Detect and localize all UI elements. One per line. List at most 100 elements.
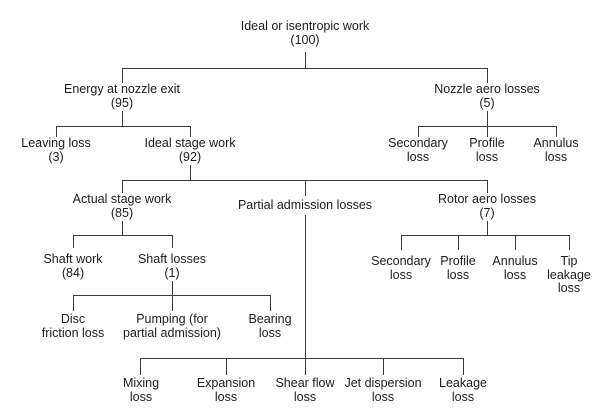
node-label: Expansion [196, 376, 256, 390]
connector-v [305, 180, 306, 196]
node-label: loss [258, 325, 282, 340]
node-nozzle-aero-losses: Nozzle aero losses (5) [434, 82, 540, 110]
node-shaft-work: Shaft work (84) [43, 252, 103, 280]
node-annulus-loss-rotor: Annulus loss [492, 254, 538, 282]
node-label: Profile [469, 136, 505, 150]
connector-v [487, 126, 488, 137]
node-value: (84) [61, 265, 85, 280]
connector-v [418, 126, 419, 137]
connector-v [56, 126, 57, 137]
node-label: Leakage [439, 376, 487, 390]
node-energy-at-nozzle-exit: Energy at nozzle exit (95) [63, 82, 181, 110]
node-label: loss [389, 267, 413, 282]
node-label: loss [503, 267, 527, 282]
connector-v [487, 180, 488, 193]
node-actual-stage-work: Actual stage work (85) [72, 192, 172, 220]
node-ideal-or-isentropic-work: Ideal or isentropic work (100) [240, 19, 370, 47]
node-label: Actual stage work [72, 192, 172, 206]
connector-v [172, 235, 173, 248]
node-value: (92) [178, 149, 202, 164]
connector-v [122, 221, 123, 235]
node-value: (85) [110, 205, 134, 220]
node-label: leakage [547, 267, 591, 282]
connector-h [122, 68, 488, 69]
connector-v [401, 235, 402, 250]
node-label: Disc [60, 312, 86, 326]
node-profile-loss-nozzle: Profile loss [469, 136, 505, 164]
node-label: loss [446, 267, 470, 282]
node-annulus-loss-nozzle: Annulus loss [533, 136, 579, 164]
node-shaft-losses: Shaft losses (1) [137, 252, 207, 280]
node-value: (5) [479, 95, 495, 110]
node-label: Annulus [533, 136, 579, 150]
node-label: Profile [440, 254, 476, 268]
node-label: loss [293, 389, 317, 404]
connector-h [401, 235, 570, 236]
connector-v [172, 281, 173, 295]
node-label: loss [371, 389, 395, 404]
node-shear-flow-loss: Shear flow loss [275, 376, 335, 404]
node-partial-admission-losses: Partial admission losses [237, 198, 373, 213]
connector-v [270, 295, 271, 311]
node-value: (7) [479, 205, 495, 220]
node-mixing-loss: Mixing loss [122, 376, 160, 404]
node-label: Mixing [122, 376, 160, 390]
node-rotor-aero-losses: Rotor aero losses (7) [438, 192, 536, 220]
connector-v [515, 235, 516, 250]
connector-v [487, 111, 488, 126]
node-label: partial admission) [123, 325, 221, 340]
node-label: Ideal stage work [144, 136, 236, 150]
node-value: (100) [290, 32, 320, 47]
node-label: Shear flow [275, 376, 335, 390]
node-label: loss [451, 389, 475, 404]
node-label: Ideal or isentropic work [240, 19, 370, 33]
node-disc-friction-loss: Disc friction loss [42, 312, 105, 340]
connector-h [73, 235, 173, 236]
node-label: Energy at nozzle exit [63, 82, 181, 96]
node-value: (1) [164, 265, 180, 280]
node-label: loss [475, 149, 499, 164]
connector-v [122, 111, 123, 126]
node-ideal-stage-work: Ideal stage work (92) [144, 136, 236, 164]
node-secondary-loss-rotor: Secondary loss [371, 254, 431, 282]
node-label: loss [406, 149, 430, 164]
node-pumping-for-partial-admission: Pumping (for partial admission) [123, 312, 221, 340]
connector-v [172, 295, 173, 311]
node-bearing-loss: Bearing loss [248, 312, 292, 340]
connector-v [569, 235, 570, 250]
connector-v [383, 358, 384, 375]
connector-v [458, 235, 459, 250]
node-label: loss [129, 389, 153, 404]
node-label: Annulus [492, 254, 538, 268]
connector-v [305, 52, 306, 68]
node-label: loss [557, 281, 581, 295]
connector-v [487, 221, 488, 235]
node-label: Shaft work [43, 252, 103, 266]
node-label: Partial admission losses [237, 198, 373, 212]
node-label: Rotor aero losses [438, 192, 536, 206]
connector-v [122, 68, 123, 83]
node-label: Tip [560, 254, 578, 268]
node-tip-leakage-loss: Tip leakage loss [547, 254, 591, 296]
node-label: loss [214, 389, 238, 404]
node-label: Secondary [388, 136, 448, 150]
node-label: Pumping (for [136, 312, 208, 326]
node-label: Shaft losses [137, 252, 207, 266]
node-expansion-loss: Expansion loss [196, 376, 256, 404]
node-value: (95) [110, 95, 134, 110]
connector-h [56, 126, 191, 127]
connector-v [73, 295, 74, 311]
node-label: Jet dispersion [344, 376, 422, 390]
node-profile-loss-rotor: Profile loss [440, 254, 476, 282]
node-leaving-loss: Leaving loss (3) [21, 136, 91, 164]
connector-h [140, 358, 464, 359]
node-secondary-loss-nozzle: Secondary loss [388, 136, 448, 164]
node-label: Secondary [371, 254, 431, 268]
connector-v [140, 358, 141, 375]
node-label: Bearing [248, 312, 292, 326]
node-label: loss [544, 149, 568, 164]
connector-v [487, 68, 488, 83]
connector-v [190, 126, 191, 137]
node-label: Nozzle aero losses [434, 82, 540, 96]
